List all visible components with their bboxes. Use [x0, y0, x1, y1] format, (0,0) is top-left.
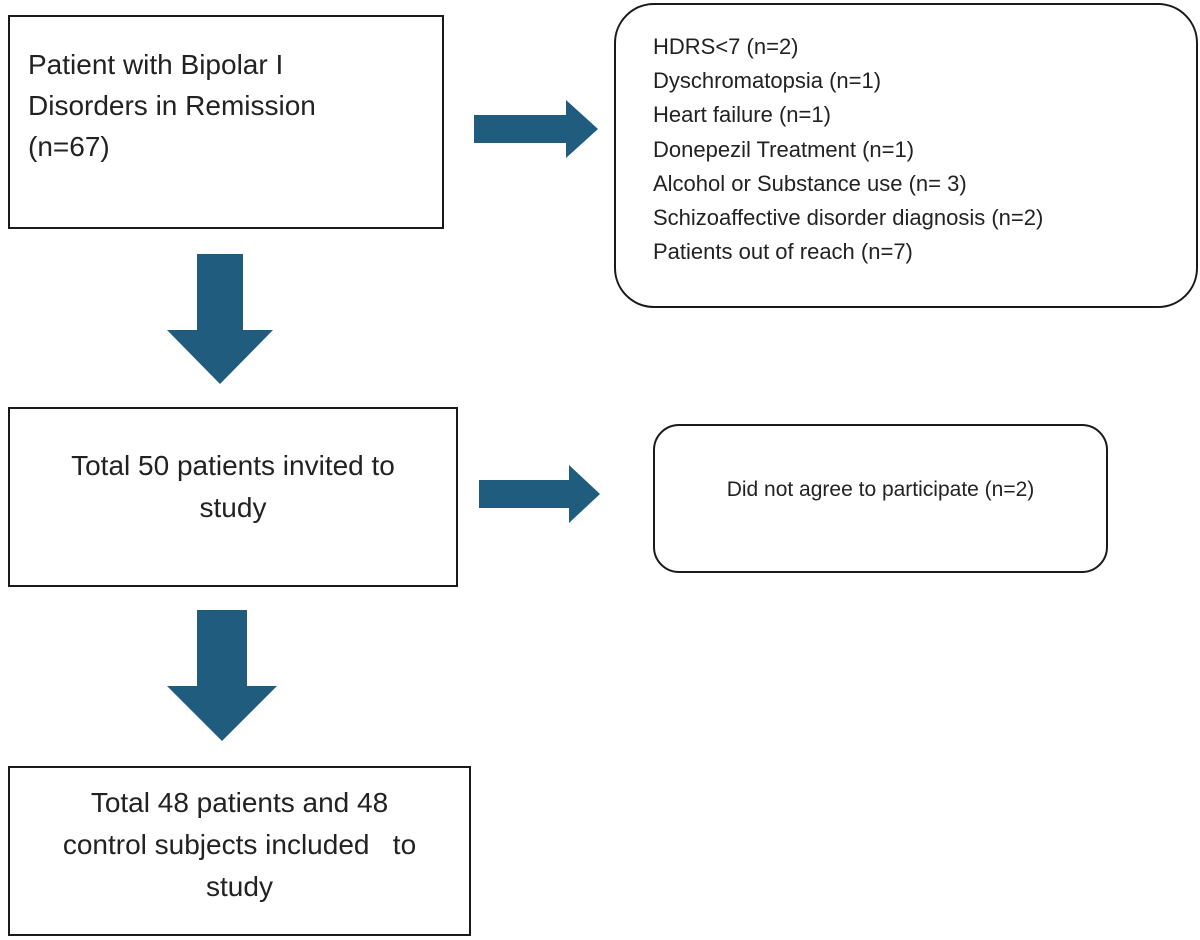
arrow-right-to-exclusions — [474, 100, 598, 158]
start-line-2: Disorders in Remission — [28, 90, 316, 121]
start-population-box: Patient with Bipolar I Disorders in Remi… — [8, 15, 444, 229]
exclusion-item-donepezil: Donepezil Treatment (n=1) — [653, 136, 915, 162]
exclusion-item-schizoaffective: Schizoaffective disorder diagnosis (n=2) — [653, 205, 1044, 231]
declined-participation-box: Did not agree to participate (n=2) — [653, 424, 1108, 573]
exclusion-item-substance-use: Alcohol or Substance use (n= 3) — [653, 170, 967, 196]
included-subjects-box: Total 48 patients and 48 control subject… — [8, 766, 471, 936]
arrow-down-to-invited — [167, 254, 273, 384]
exclusion-item-heart-failure: Heart failure (n=1) — [653, 102, 831, 128]
exclusion-item-out-of-reach: Patients out of reach (n=7) — [653, 239, 913, 265]
exclusion-item-hdrs: HDRS<7 (n=2) — [653, 34, 799, 59]
included-line-2: control subjects included to — [62, 829, 417, 860]
included-line-1: Total 48 patients and 48 — [90, 787, 389, 818]
arrow-right-to-declined — [479, 465, 600, 523]
invited-line-1: Total 50 patients invited to — [71, 450, 395, 481]
invited-patients-box: Total 50 patients invited to study — [8, 407, 458, 587]
exclusion-item-dyschromatopsia: Dyschromatopsia (n=1) — [653, 68, 882, 94]
declined-text: Did not agree to participate (n=2) — [726, 478, 1035, 501]
start-line-1: Patient with Bipolar I — [28, 49, 284, 80]
start-line-3: (n=67) — [28, 131, 110, 162]
exclusion-criteria-box: HDRS<7 (n=2) Dyschromatopsia (n=1) Heart… — [614, 3, 1198, 308]
invited-line-2: study — [199, 492, 267, 523]
included-line-3: study — [206, 871, 273, 902]
arrow-down-to-included — [167, 610, 277, 741]
